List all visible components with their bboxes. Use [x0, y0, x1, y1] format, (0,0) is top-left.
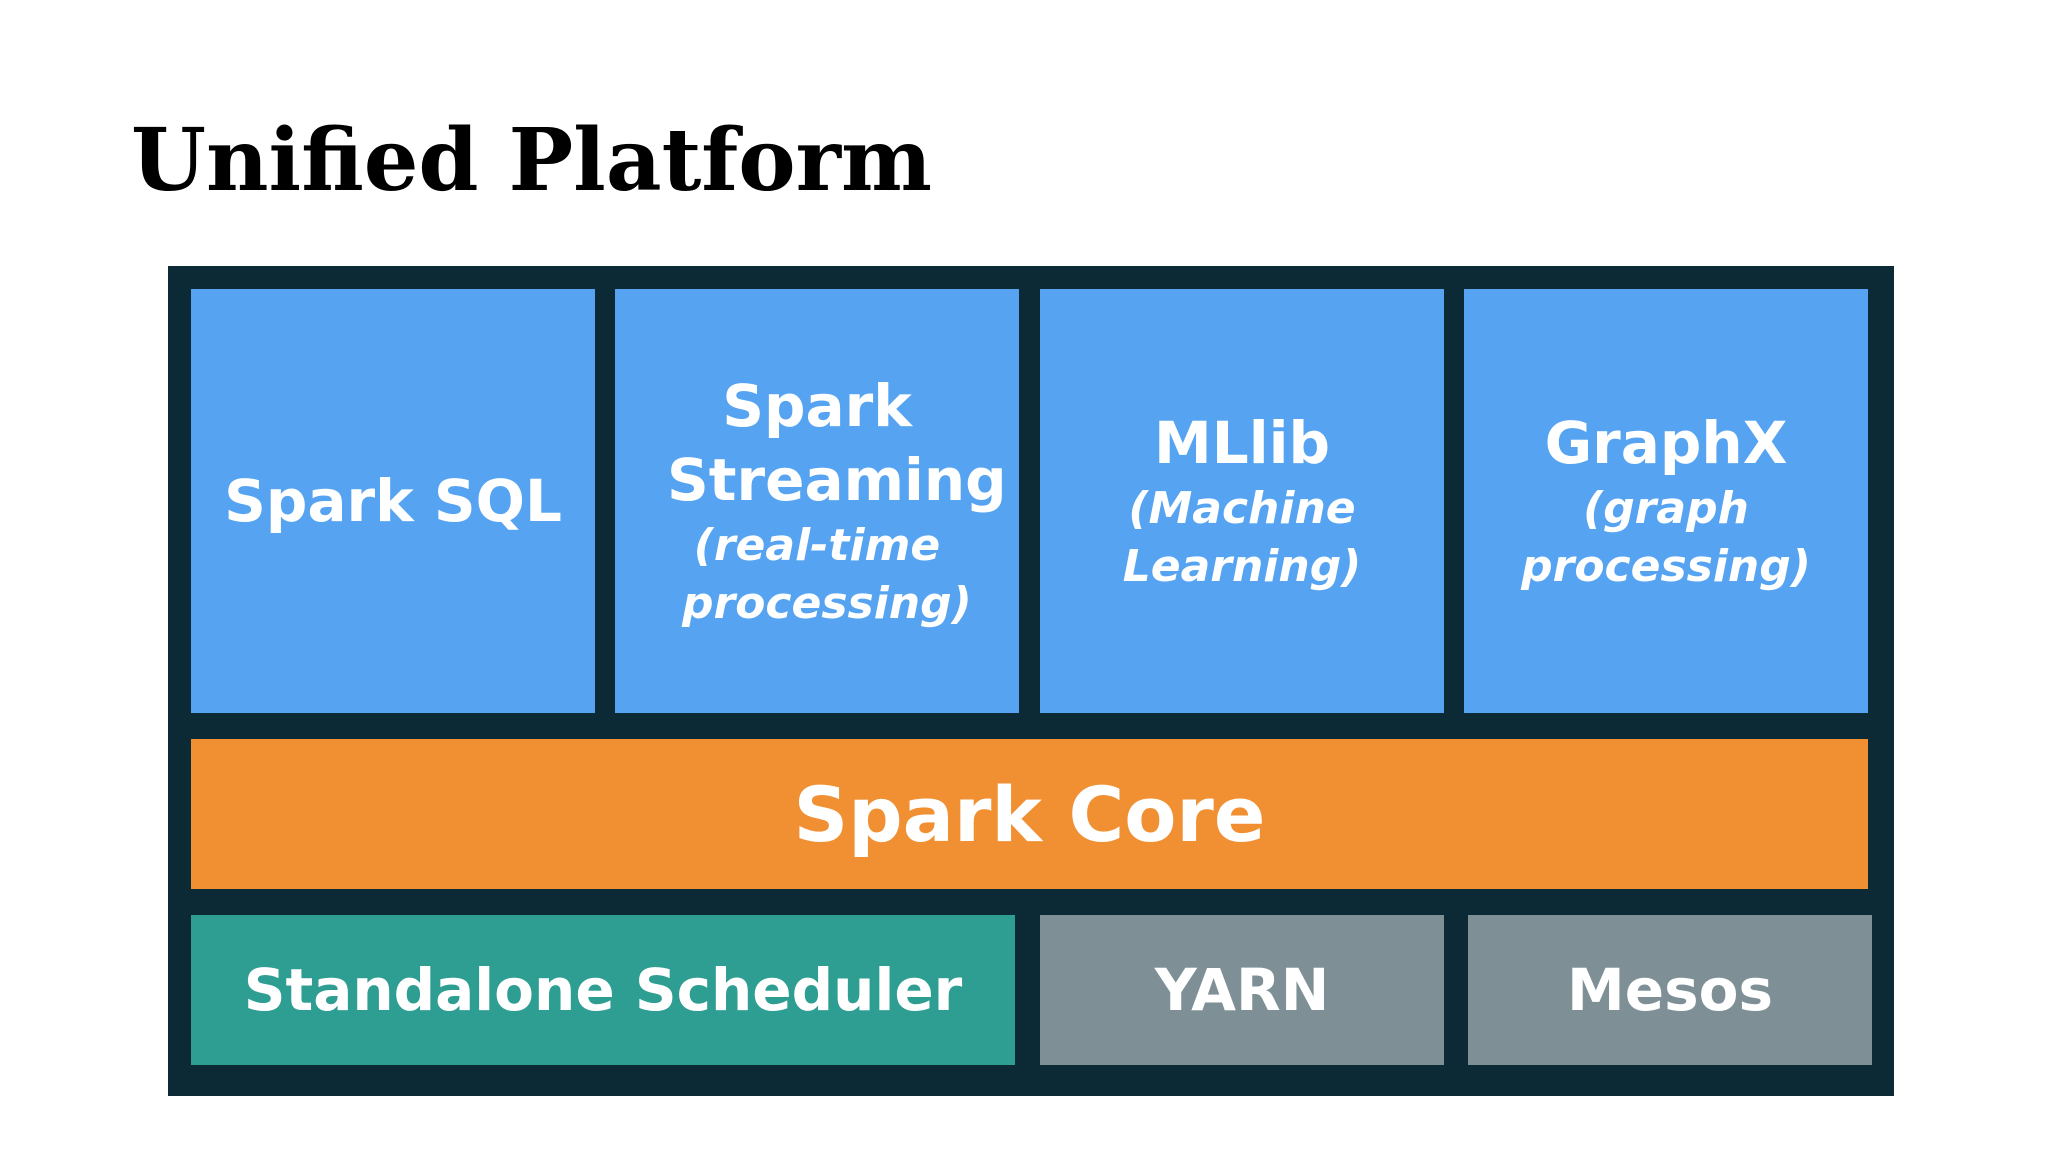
mesos-block: Mesos — [1468, 915, 1872, 1065]
graphx-label: GraphX — [1544, 409, 1788, 477]
mllib-label: MLlib — [1154, 409, 1330, 477]
spark-streaming-block: Spark Streaming (real-time processing) — [615, 289, 1019, 713]
mesos-label: Mesos — [1567, 956, 1773, 1024]
spark-core-label: Spark Core — [793, 769, 1266, 859]
yarn-block: YARN — [1040, 915, 1444, 1065]
graphx-subtitle: (graph processing) — [1521, 483, 1811, 592]
spark-sql-block: Spark SQL — [191, 289, 595, 713]
graphx-block: GraphX (graph processing) — [1464, 289, 1868, 713]
spark-streaming-label: Spark Streaming — [667, 372, 1007, 514]
page-title: Unified Platform — [131, 110, 932, 211]
spark-stack-diagram: Spark SQL Spark Streaming (real-time pro… — [168, 266, 1894, 1096]
spark-sql-label: Spark SQL — [224, 467, 562, 535]
standalone-scheduler-label: Standalone Scheduler — [243, 956, 963, 1024]
spark-streaming-subtitle: (real-time processing) — [682, 520, 972, 629]
mllib-block: MLlib (Machine Learning) — [1040, 289, 1444, 713]
yarn-label: YARN — [1154, 956, 1330, 1024]
standalone-scheduler-block: Standalone Scheduler — [191, 915, 1015, 1065]
mllib-subtitle: (Machine Learning) — [1122, 483, 1362, 592]
spark-core-block: Spark Core — [191, 739, 1868, 889]
